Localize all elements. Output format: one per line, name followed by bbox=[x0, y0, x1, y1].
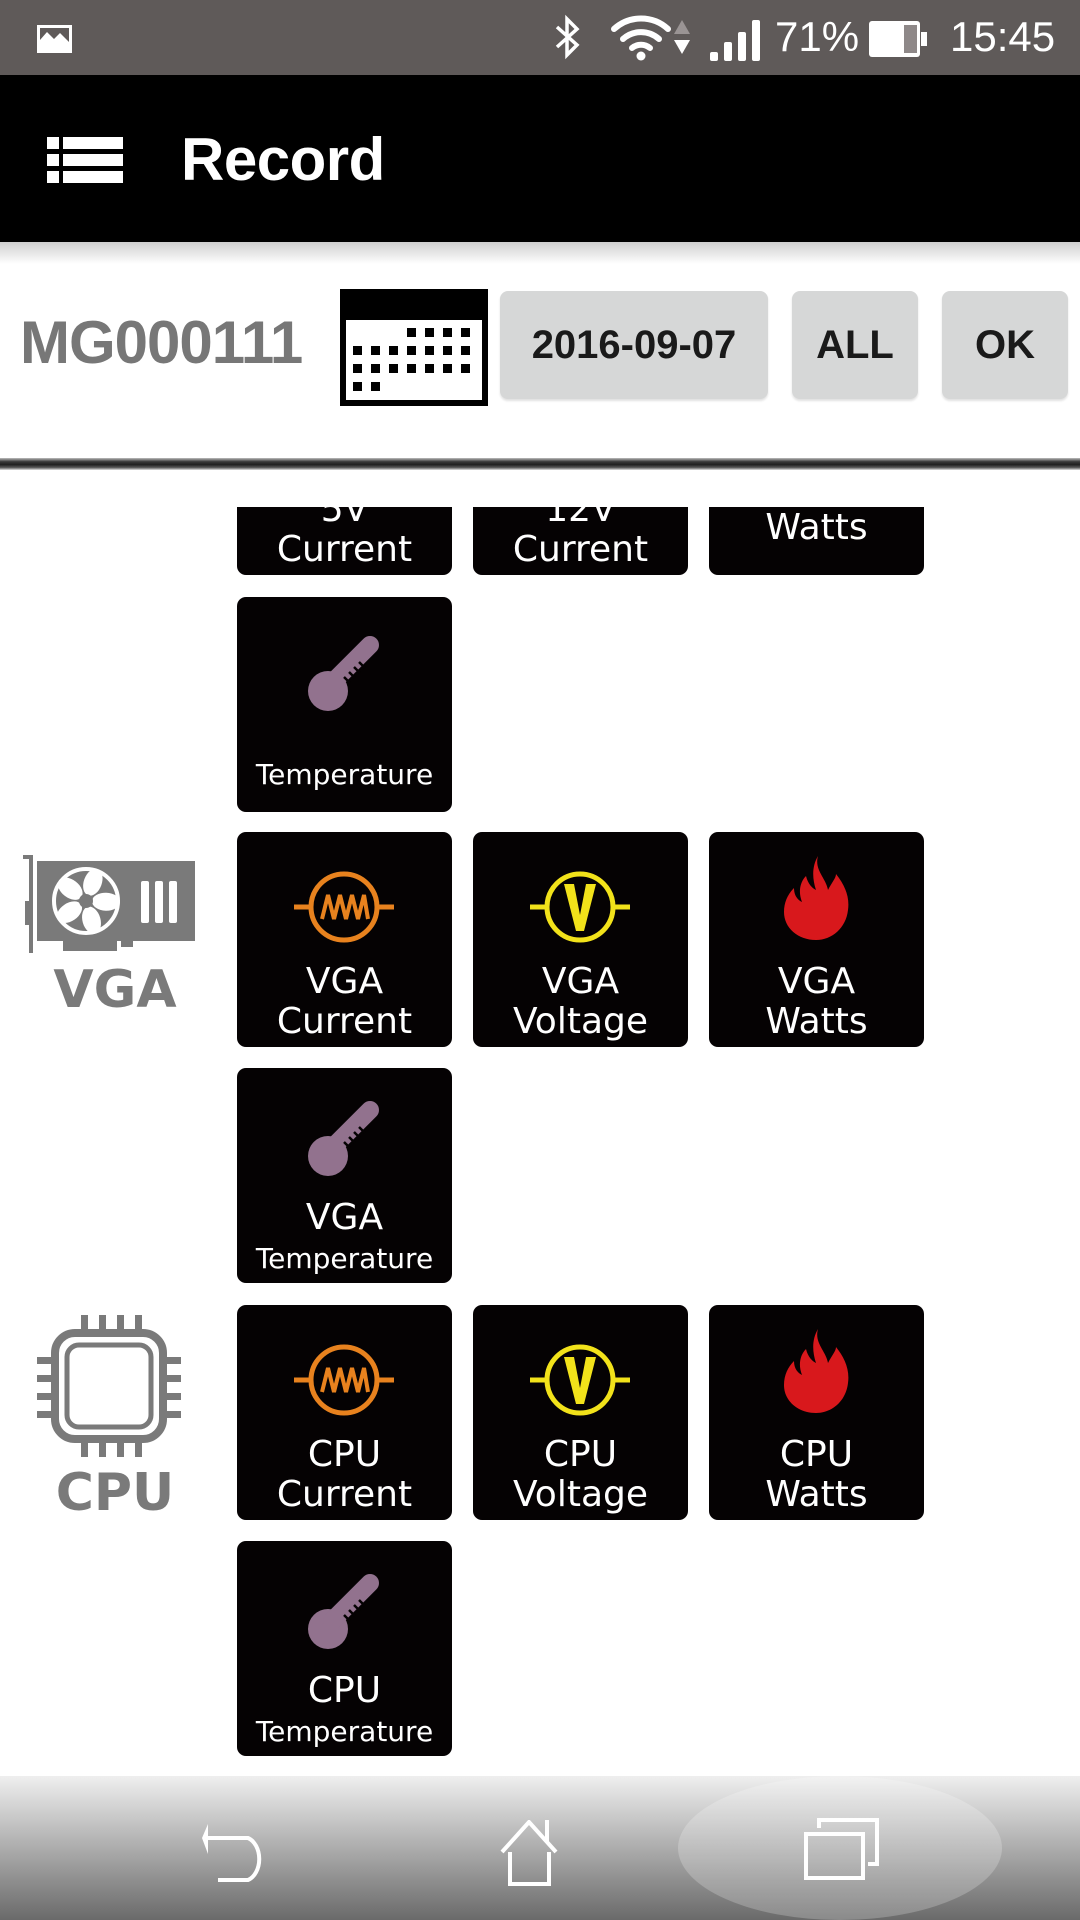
calendar-day-dot bbox=[353, 346, 362, 355]
device-id: MG000111 bbox=[20, 309, 303, 376]
menu-icon[interactable] bbox=[47, 137, 123, 183]
tile-label: CPU Voltage bbox=[512, 1434, 649, 1515]
calendar-day-dot bbox=[407, 328, 416, 337]
voltage-icon bbox=[530, 1330, 630, 1430]
calendar-day-dot bbox=[371, 364, 380, 373]
thermometer-icon bbox=[294, 1563, 394, 1663]
section-label-vga: VGA bbox=[53, 960, 177, 1020]
thermometer-icon bbox=[294, 625, 394, 725]
flame-icon bbox=[766, 852, 866, 952]
calendar-day-dot bbox=[371, 382, 380, 391]
tile-label: VGA Current bbox=[276, 961, 413, 1042]
tile-label: Watts bbox=[765, 507, 868, 548]
divider bbox=[0, 458, 1080, 470]
tile-psu-temperature[interactable]: Temperature bbox=[237, 597, 452, 812]
battery-percent: 71% bbox=[775, 13, 860, 60]
tile-label: VGA Voltage bbox=[512, 961, 649, 1042]
calendar-day-dot bbox=[461, 364, 470, 373]
tile-label: CPU Current bbox=[276, 1434, 413, 1515]
tile-psu-12v-current[interactable]: 12V Current bbox=[473, 507, 688, 575]
recent-apps-icon[interactable] bbox=[804, 1818, 880, 1880]
tile-vga-temperature[interactable]: VGA Temperature bbox=[237, 1068, 452, 1283]
calendar-day-dot bbox=[443, 328, 452, 337]
tile-label: 5V Current bbox=[276, 507, 413, 570]
tile-vga-voltage[interactable]: VGA Voltage bbox=[473, 832, 688, 1047]
calendar-day-dot bbox=[425, 328, 434, 337]
calendar-day-dot bbox=[353, 364, 362, 373]
thermometer-icon bbox=[294, 1090, 394, 1190]
tile-cpu-voltage[interactable]: CPU Voltage bbox=[473, 1305, 688, 1520]
calendar-day-dot bbox=[389, 346, 398, 355]
tile-cpu-current[interactable]: CPU Current bbox=[237, 1305, 452, 1520]
tile-label: VGA Watts bbox=[765, 961, 868, 1042]
cell-signal-icon bbox=[710, 20, 760, 61]
calendar-day-dot bbox=[353, 382, 362, 391]
tile-label: VGA Temperature bbox=[255, 1197, 434, 1276]
calendar-button[interactable] bbox=[340, 289, 488, 406]
calendar-icon bbox=[346, 320, 482, 400]
flame-icon bbox=[766, 1325, 866, 1425]
app-bar: Record bbox=[0, 75, 1080, 242]
tile-psu-watts[interactable]: Watts bbox=[709, 507, 924, 575]
tile-label: 12V Current bbox=[512, 507, 649, 570]
calendar-day-dot bbox=[407, 346, 416, 355]
clock: 15:45 bbox=[950, 13, 1056, 60]
tile-cpu-watts[interactable]: CPU Watts bbox=[709, 1305, 924, 1520]
calendar-day-dot bbox=[461, 328, 470, 337]
recent-apps-highlight bbox=[678, 1776, 1002, 1920]
current-icon bbox=[294, 1330, 394, 1430]
section-label-cpu: CPU bbox=[55, 1463, 175, 1523]
calendar-day-dot bbox=[461, 346, 470, 355]
ok-button[interactable]: OK bbox=[942, 291, 1068, 399]
app-bar-shadow bbox=[0, 242, 1080, 264]
battery-icon bbox=[869, 21, 927, 57]
graphics-card-icon bbox=[23, 855, 195, 953]
voltage-icon bbox=[530, 857, 630, 957]
calendar-day-dot bbox=[407, 364, 416, 373]
tile-cpu-temperature[interactable]: CPU Temperature bbox=[237, 1541, 452, 1756]
gallery-icon bbox=[37, 25, 72, 53]
calendar-day-dot bbox=[443, 346, 452, 355]
back-icon[interactable] bbox=[200, 1822, 276, 1882]
calendar-day-dot bbox=[443, 364, 452, 373]
data-activity-icon bbox=[674, 20, 690, 54]
sensor-list[interactable]: 5V Current 12V Current Watts Temperature bbox=[0, 507, 1080, 1776]
tile-psu-5v-current[interactable]: 5V Current bbox=[237, 507, 452, 575]
tile-vga-current[interactable]: VGA Current bbox=[237, 832, 452, 1047]
wifi-icon bbox=[611, 15, 671, 61]
date-button[interactable]: 2016-09-07 bbox=[500, 291, 768, 399]
status-bar: 71% 15:45 bbox=[0, 0, 1080, 75]
tile-label: CPU Temperature bbox=[255, 1670, 434, 1749]
current-icon bbox=[294, 857, 394, 957]
page-title: Record bbox=[181, 126, 385, 193]
calendar-day-dot bbox=[425, 346, 434, 355]
cpu-chip-icon bbox=[37, 1315, 181, 1457]
all-button[interactable]: ALL bbox=[792, 291, 918, 399]
tile-label: CPU Watts bbox=[765, 1434, 868, 1515]
tile-vga-watts[interactable]: VGA Watts bbox=[709, 832, 924, 1047]
bluetooth-icon bbox=[555, 14, 580, 60]
calendar-day-dot bbox=[425, 364, 434, 373]
calendar-day-dot bbox=[371, 346, 380, 355]
calendar-day-dot bbox=[389, 364, 398, 373]
tile-label: Temperature bbox=[255, 758, 434, 791]
navigation-bar bbox=[0, 1776, 1080, 1920]
home-icon[interactable] bbox=[500, 1820, 562, 1886]
